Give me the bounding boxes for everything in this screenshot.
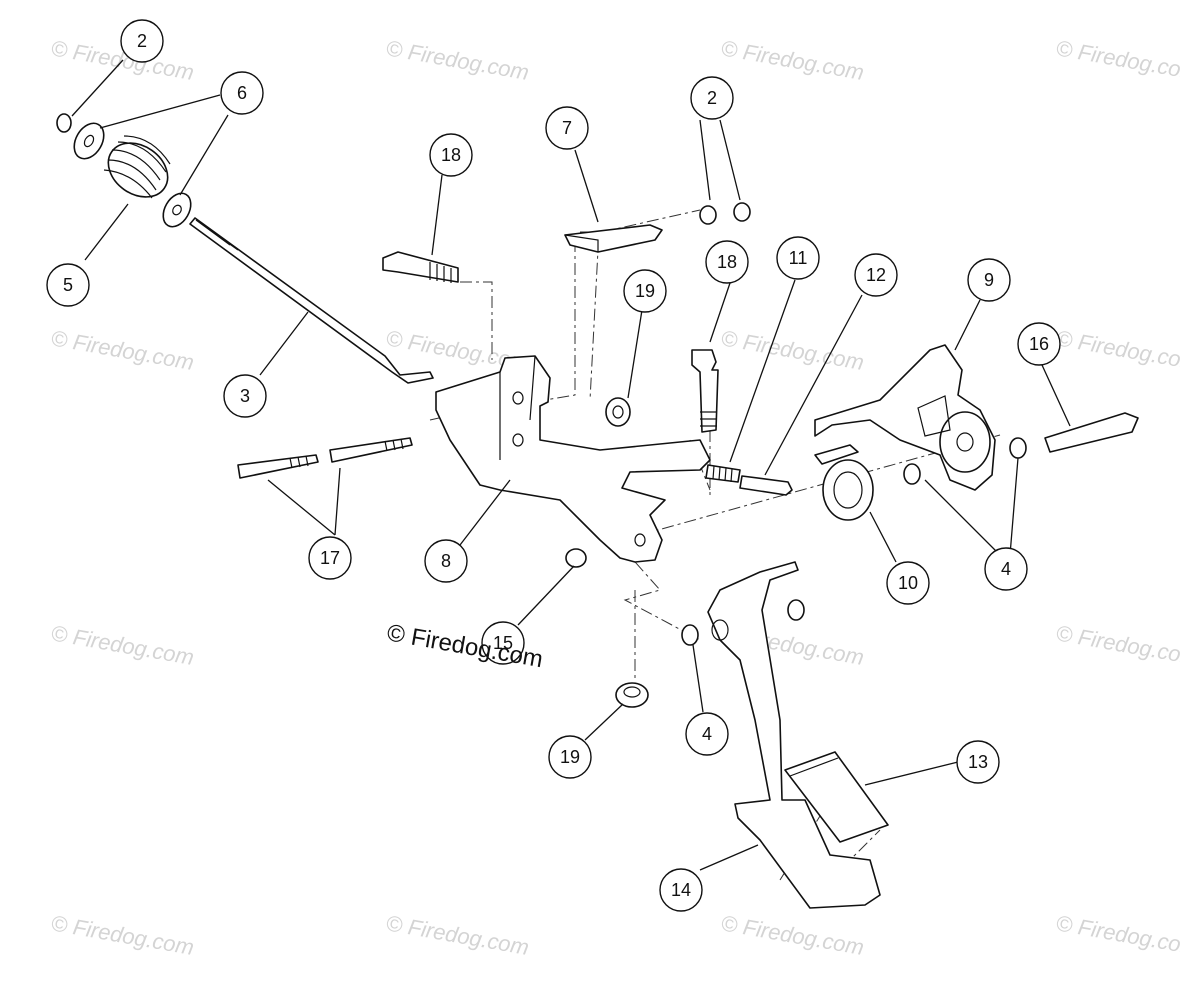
callout-6: 6: [220, 71, 264, 115]
svg-text:19: 19: [635, 281, 655, 301]
callout-8: 8: [424, 539, 468, 583]
callout-5: 5: [46, 263, 90, 307]
watermark: © Firedog.com: [1054, 620, 1180, 670]
svg-text:14: 14: [671, 880, 691, 900]
callout-18: 18: [429, 133, 473, 177]
callout-12: 12: [854, 253, 898, 297]
watermark: © Firedog.com: [1054, 325, 1180, 375]
svg-text:4: 4: [702, 724, 712, 744]
callout-10: 10: [886, 561, 930, 605]
svg-text:18: 18: [441, 145, 461, 165]
svg-text:5: 5: [63, 275, 73, 295]
watermark: © Firedog.com: [49, 910, 196, 960]
svg-text:6: 6: [237, 83, 247, 103]
assembly-lines: [429, 209, 1001, 901]
callout-7: 7: [545, 106, 589, 150]
spring: [103, 135, 171, 199]
bolts: [382, 251, 719, 433]
callout-4: 4: [984, 547, 1028, 591]
callout-3: 3: [223, 374, 267, 418]
callout-14: 14: [659, 868, 703, 912]
pivot-bolt: [1044, 412, 1139, 453]
callout-19: 19: [548, 735, 592, 779]
watermark: © Firedog.com: [384, 910, 531, 960]
watermark: © Firedog.com: [384, 35, 531, 85]
bracket: [435, 355, 711, 563]
watermark: © Firedog.com: [719, 35, 866, 85]
svg-text:12: 12: [866, 265, 886, 285]
svg-text:17: 17: [320, 548, 340, 568]
watermark-main: © Firedog.com: [385, 619, 545, 673]
pedal-lever: [707, 561, 881, 909]
watermark: © Firedog.com: [49, 620, 196, 670]
watermark: © Firedog.com: [1054, 910, 1180, 960]
arm-plate: [814, 344, 996, 491]
long-bolts: [237, 437, 413, 479]
callout-2: 2: [690, 76, 734, 120]
torsion-spring: [814, 444, 874, 521]
small-spring: [705, 464, 793, 496]
svg-text:8: 8: [441, 551, 451, 571]
callout-17: 17: [308, 536, 352, 580]
svg-text:11: 11: [789, 248, 808, 268]
washers: [73, 122, 192, 228]
callout-18: 18: [705, 240, 749, 284]
lock-nut: [565, 548, 587, 568]
callout-4: 4: [685, 712, 729, 756]
callout-9: 9: [967, 258, 1011, 302]
svg-text:2: 2: [707, 88, 717, 108]
svg-text:16: 16: [1029, 334, 1049, 354]
nuts: [56, 113, 1027, 646]
callout-16: 16: [1017, 322, 1061, 366]
callout-13: 13: [956, 740, 1000, 784]
pad: [564, 224, 663, 253]
svg-text:9: 9: [984, 270, 994, 290]
watermark: © Firedog.com: [719, 325, 866, 375]
pedal-pad: [784, 751, 889, 843]
svg-text:2: 2: [137, 31, 147, 51]
callout-2: 2: [120, 19, 164, 63]
svg-text:4: 4: [1001, 559, 1011, 579]
svg-text:15: 15: [493, 633, 513, 653]
leader-lines: [71, 59, 1071, 871]
svg-text:3: 3: [240, 386, 250, 406]
callout-19: 19: [623, 269, 667, 313]
watermark: © Firedog.com: [1054, 35, 1180, 85]
rod: [189, 217, 434, 384]
svg-text:10: 10: [898, 573, 918, 593]
svg-text:18: 18: [717, 252, 737, 272]
svg-text:7: 7: [562, 118, 572, 138]
watermark: © Firedog.com: [49, 325, 196, 375]
watermark: © Firedog.com: [719, 910, 866, 960]
flange-nuts: [605, 397, 649, 708]
svg-text:13: 13: [968, 752, 988, 772]
callout-15: 15: [481, 621, 525, 665]
callout-11: 11: [776, 236, 820, 280]
svg-text:19: 19: [560, 747, 580, 767]
callouts: 2 6 5 3 18 7 2 18 19 11 12 9 16 17 8 10 …: [46, 19, 1061, 912]
